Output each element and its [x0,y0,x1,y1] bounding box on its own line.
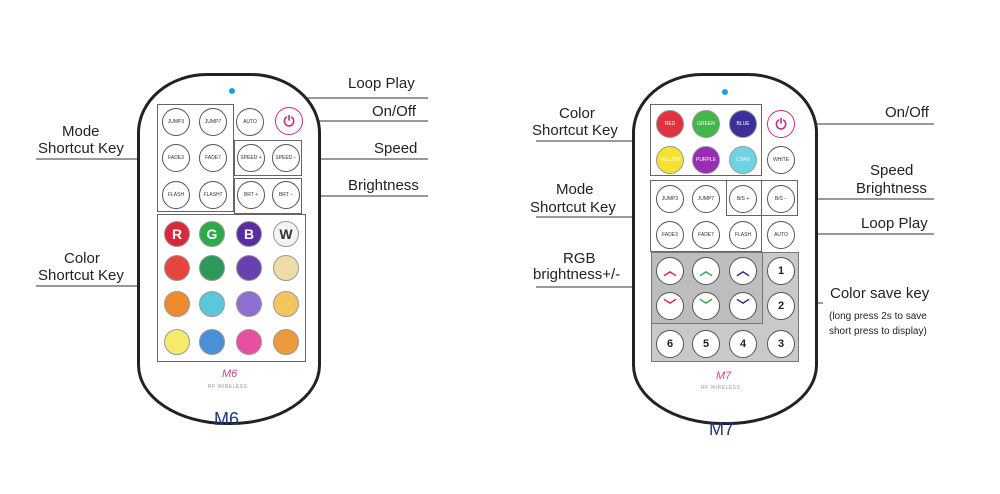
label-loop-play-m7: Loop Play [861,215,928,232]
auto-button-m7[interactable]: AUTO [767,221,795,249]
model-label-m6: M6 [214,409,240,429]
brt-plus-button-m6[interactable]: BRT + [237,181,265,209]
label-brightness-m6: Brightness [348,177,419,194]
mode-section-m7 [650,180,762,252]
power-button-m6[interactable]: ⏻ [275,107,303,135]
label-onoff-m7: On/Off [885,104,929,121]
save-key-1[interactable]: 1 [767,257,795,285]
color-button-m6-r1-c2[interactable] [236,255,262,281]
color-letter-m6: G [206,226,218,242]
brt-minus-button-m6[interactable]: BRT − [272,181,300,209]
auto-button-m6[interactable]: AUTO [236,108,264,136]
color-button-m6-r1-c3[interactable] [273,255,299,281]
jump3-button-m7[interactable]: JUMP3 [656,185,684,213]
flash-button-m6[interactable]: FLASH [162,181,190,209]
save-key-2[interactable]: 2 [767,292,795,320]
label-rgb-m7-line2: brightness+/- [533,266,621,283]
save-key-3[interactable]: 3 [767,330,795,358]
label-mode-m7-line1: Mode [556,181,594,198]
blue-down-arrow-icon[interactable]: ﹀ [729,292,757,320]
label-mode-m6-line1: Mode [62,123,100,140]
label-color-save-m7: Color save key [830,285,930,302]
save-key-4[interactable]: 4 [729,330,757,358]
purple-button-m7[interactable]: PURPLE [692,146,720,174]
label-mode-m7-line2: Shortcut Key [530,199,616,216]
power-icon: ⏻ [283,112,295,129]
label-onoff-m6: On/Off [372,103,416,120]
color-button-m6-r2-c1[interactable] [199,291,225,317]
power-button-m7[interactable]: ⏻ [767,110,795,138]
color-button-m6-r1-c1[interactable] [199,255,225,281]
green-up-arrow-icon[interactable]: ︿ [692,257,720,285]
jump7-button-m6[interactable]: JUMP7 [199,108,227,136]
flash-button-m7[interactable]: FLASH [729,221,757,249]
label-rgb-m7-line1: RGB [563,250,596,267]
blue-button-m7[interactable]: BLUE [729,110,757,138]
led-indicator-m7 [722,89,728,95]
save-key-6[interactable]: 6 [656,330,684,358]
label-loop-play-m6: Loop Play [348,75,415,92]
rf-label-m7: RF WIRELESS [701,385,741,391]
color-button-m6-r0-c0[interactable]: R [164,221,190,247]
color-button-m6-r3-c0[interactable] [164,329,190,355]
brightness-section-m6 [234,178,302,214]
speed-brightness-section-m7 [726,180,798,216]
color-button-m6-r1-c0[interactable] [164,255,190,281]
red-down-arrow-icon[interactable]: ﹀ [656,292,684,320]
save-key-5[interactable]: 5 [692,330,720,358]
color-letter-m6: W [279,226,293,242]
label-speed-m7: Speed [870,162,914,179]
jump7-button-m7[interactable]: JUMP7 [692,185,720,213]
label-speed-m6: Speed [374,140,418,157]
speed-minus-button-m6[interactable]: SPEED − [272,144,300,172]
bs-plus-button-m7[interactable]: B/S + [729,185,757,213]
color-button-m6-r0-c2[interactable]: B [236,221,262,247]
label-brightness-m7: Brightness [856,180,927,197]
jump3-button-m6[interactable]: JUMP3 [162,108,190,136]
color-button-m6-r0-c3[interactable]: W [273,221,299,247]
green-button-m7[interactable]: GREEN [692,110,720,138]
color-button-m6-r2-c2[interactable] [236,291,262,317]
color-button-m6-r3-c2[interactable] [236,329,262,355]
rf-label-m6: RF WIRELESS [208,384,248,390]
color-button-m6-r3-c1[interactable] [199,329,225,355]
fade7-button-m6[interactable]: FADE7 [199,144,227,172]
color-button-m6-r2-c3[interactable] [273,291,299,317]
speed-section-m6 [234,140,302,176]
speed-plus-button-m6[interactable]: SPEED + [237,144,265,172]
note-save-line2: short press to display) [829,326,927,337]
flash7-button-m6[interactable]: FLASH7 [199,181,227,209]
model-label-m7: M7 [709,419,735,439]
red-button-m7[interactable]: RED [656,110,684,138]
bs-minus-button-m7[interactable]: B/S − [767,185,795,213]
led-indicator-m6 [229,88,235,94]
yellow-button-m7[interactable]: YELLOW [656,146,684,174]
cyan-button-m7[interactable]: CYAN [729,146,757,174]
color-section-m6 [157,214,306,362]
label-color-m7-line1: Color [559,105,595,122]
brand-logo-m7: M7 [716,370,732,382]
fade3-button-m6[interactable]: FADE3 [162,144,190,172]
label-color-m7-line2: Shortcut Key [532,122,618,139]
note-save-line1: (long press 2s to save [829,311,927,322]
green-down-arrow-icon[interactable]: ﹀ [692,292,720,320]
blue-up-arrow-icon[interactable]: ︿ [729,257,757,285]
brand-logo-m6: M6 [222,368,238,380]
color-letter-m6: B [243,226,255,242]
white-button-m7[interactable]: WHITE [767,146,795,174]
label-color-m6-line1: Color [64,250,100,267]
color-button-m6-r2-c0[interactable] [164,291,190,317]
fade7-button-m7[interactable]: FADE7 [692,221,720,249]
power-icon: ⏻ [775,115,787,132]
label-mode-m6-line2: Shortcut Key [38,140,124,157]
fade3-button-m7[interactable]: FADE3 [656,221,684,249]
color-section-m7 [650,104,762,176]
red-up-arrow-icon[interactable]: ︿ [656,257,684,285]
color-button-m6-r0-c1[interactable]: G [199,221,225,247]
color-button-m6-r3-c3[interactable] [273,329,299,355]
color-letter-m6: R [171,226,183,242]
label-color-m6-line2: Shortcut Key [38,267,124,284]
mode-section-m6 [157,104,234,212]
